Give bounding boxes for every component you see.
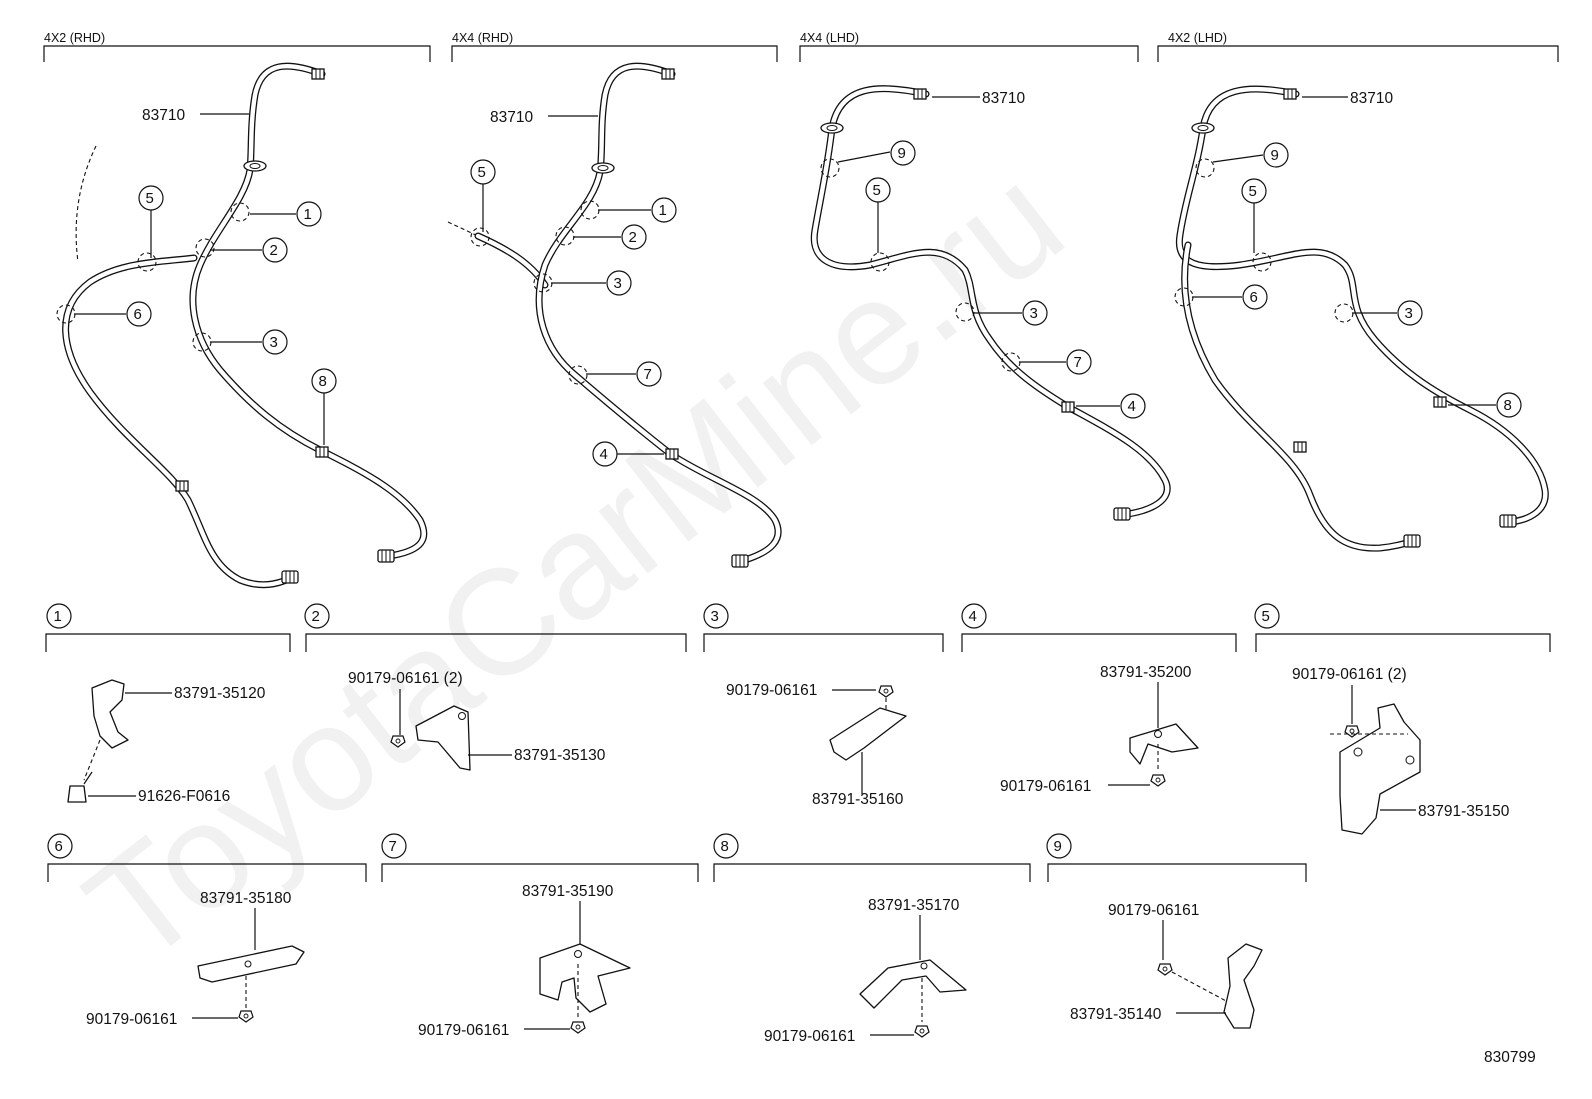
part-number: 90179-06161 xyxy=(86,1011,177,1028)
panel-label: 4X2 (RHD) xyxy=(44,31,105,45)
part-number: 83791-35160 xyxy=(812,791,904,808)
bracket-83791-35200 xyxy=(1129,723,1199,765)
part-number: 83791-35150 xyxy=(1418,803,1510,820)
part-number: 83791-35180 xyxy=(200,890,292,907)
bracket-83791-35190 xyxy=(539,943,631,1013)
detail-number: 6 xyxy=(55,838,63,855)
detail-8: 8 83791-35170 90179-06161 xyxy=(713,833,1031,1045)
callout-3: 3 xyxy=(270,334,278,351)
part-number: 83791-35120 xyxy=(174,685,266,702)
cable-assembly-4x4-rhd xyxy=(447,62,782,568)
callout-part-83710-p3: 83710 xyxy=(932,90,1025,107)
callout-5: 5 xyxy=(1249,183,1257,200)
detail-number: 3 xyxy=(711,608,719,625)
detail-1: 1 83791-35120 91626-F0616 xyxy=(45,603,291,805)
part-number: 83710 xyxy=(982,90,1025,107)
part-number: 83710 xyxy=(142,107,185,124)
callout-part-83710-p2: 83710 xyxy=(490,109,598,126)
part-number: 83791-35140 xyxy=(1070,1006,1162,1023)
part-number: 90179-06161 xyxy=(764,1028,855,1045)
callout-7: 7 xyxy=(644,366,652,383)
panel-label: 4X4 (LHD) xyxy=(800,31,859,45)
callout-1: 1 xyxy=(304,206,312,223)
part-number: 90179-06161 (2) xyxy=(1292,666,1407,683)
bracket-83791-35130 xyxy=(415,705,471,771)
part-number: 90179-06161 (2) xyxy=(348,670,463,687)
part-number: 91626-F0616 xyxy=(138,788,230,805)
bolt-91626-f0616 xyxy=(67,785,87,803)
part-number: 90179-06161 xyxy=(1000,778,1091,795)
part-number: 83710 xyxy=(1350,90,1393,107)
part-number: 90179-06161 xyxy=(418,1022,509,1039)
callout-9: 9 xyxy=(898,145,906,162)
callout-8: 8 xyxy=(319,373,327,390)
callout-1: 1 xyxy=(659,202,667,219)
callouts-p1: 1 2 3 5 6 8 xyxy=(74,185,337,445)
detail-number: 5 xyxy=(1262,608,1270,625)
panel-header-4x4-rhd: 4X4 (RHD) xyxy=(451,31,778,62)
detail-number: 7 xyxy=(389,838,397,855)
cable-assembly-4x2-rhd xyxy=(56,62,428,589)
callout-part-83710-p4: 83710 xyxy=(1302,90,1393,107)
detail-7: 7 83791-35190 90179-06161 xyxy=(381,833,699,1039)
detail-9: 9 90179-06161 83791-35140 xyxy=(1046,833,1307,1029)
callout-8: 8 xyxy=(1504,397,1512,414)
callout-2: 2 xyxy=(270,242,278,259)
detail-3: 3 90179-06161 83791-35160 xyxy=(703,603,944,808)
part-number: 83710 xyxy=(490,109,533,126)
callout-2: 2 xyxy=(629,229,637,246)
detail-4: 4 83791-35200 90179-06161 xyxy=(961,603,1237,795)
panel-header-4x2-rhd: 4X2 (RHD) xyxy=(43,31,431,62)
callouts-p2: 1 2 3 7 4 5 xyxy=(470,159,677,467)
part-number: 90179-06161 xyxy=(1108,902,1199,919)
detail-2: 2 90179-06161 (2) 83791-35130 xyxy=(304,603,687,771)
detail-number: 2 xyxy=(312,608,320,625)
panel-header-4x2-lhd: 4X2 (LHD) xyxy=(1157,31,1559,62)
panel-header-4x4-lhd: 4X4 (LHD) xyxy=(799,31,1139,62)
callout-5: 5 xyxy=(873,182,881,199)
callout-7: 7 xyxy=(1074,354,1082,371)
bracket-83791-35140 xyxy=(1223,943,1263,1029)
part-number: 83791-35190 xyxy=(522,883,614,900)
detail-number: 9 xyxy=(1054,838,1062,855)
watermark: ToyotaCarMine.ru xyxy=(56,134,1092,995)
cable-assembly-4x2-lhd xyxy=(1174,85,1549,552)
callout-3: 3 xyxy=(1405,305,1413,322)
callout-5: 5 xyxy=(146,190,154,207)
part-number: 83791-35170 xyxy=(868,897,960,914)
callout-6: 6 xyxy=(134,306,142,323)
callout-3: 3 xyxy=(1030,305,1038,322)
bracket-83791-35120 xyxy=(91,679,129,749)
panel-label: 4X2 (LHD) xyxy=(1168,31,1227,45)
callout-3: 3 xyxy=(614,275,622,292)
bracket-83791-35150 xyxy=(1339,703,1421,835)
detail-number: 1 xyxy=(54,608,62,625)
bracket-83791-35170 xyxy=(859,959,967,1009)
detail-number: 8 xyxy=(721,838,729,855)
bracket-83791-35160 xyxy=(829,707,907,761)
part-number: 90179-06161 xyxy=(726,682,817,699)
detail-6: 6 83791-35180 90179-06161 xyxy=(47,833,367,1028)
detail-number: 4 xyxy=(969,608,977,625)
part-number: 83791-35130 xyxy=(514,747,606,764)
callout-4: 4 xyxy=(1128,398,1136,415)
callout-9: 9 xyxy=(1271,147,1279,164)
part-number: 83791-35200 xyxy=(1100,664,1192,681)
detail-5: 5 90179-06161 (2) 83791-35150 xyxy=(1254,603,1551,835)
callout-part-83710-p1: 83710 xyxy=(142,107,249,124)
callouts-p3: 9 5 3 7 4 xyxy=(837,140,1146,419)
callout-4: 4 xyxy=(600,446,608,463)
callout-5: 5 xyxy=(478,164,486,181)
callouts-p4: 9 5 6 3 8 xyxy=(1192,142,1522,418)
figure-code: 830799 xyxy=(1484,1049,1536,1066)
panel-label: 4X4 (RHD) xyxy=(452,31,513,45)
callout-6: 6 xyxy=(1250,289,1258,306)
